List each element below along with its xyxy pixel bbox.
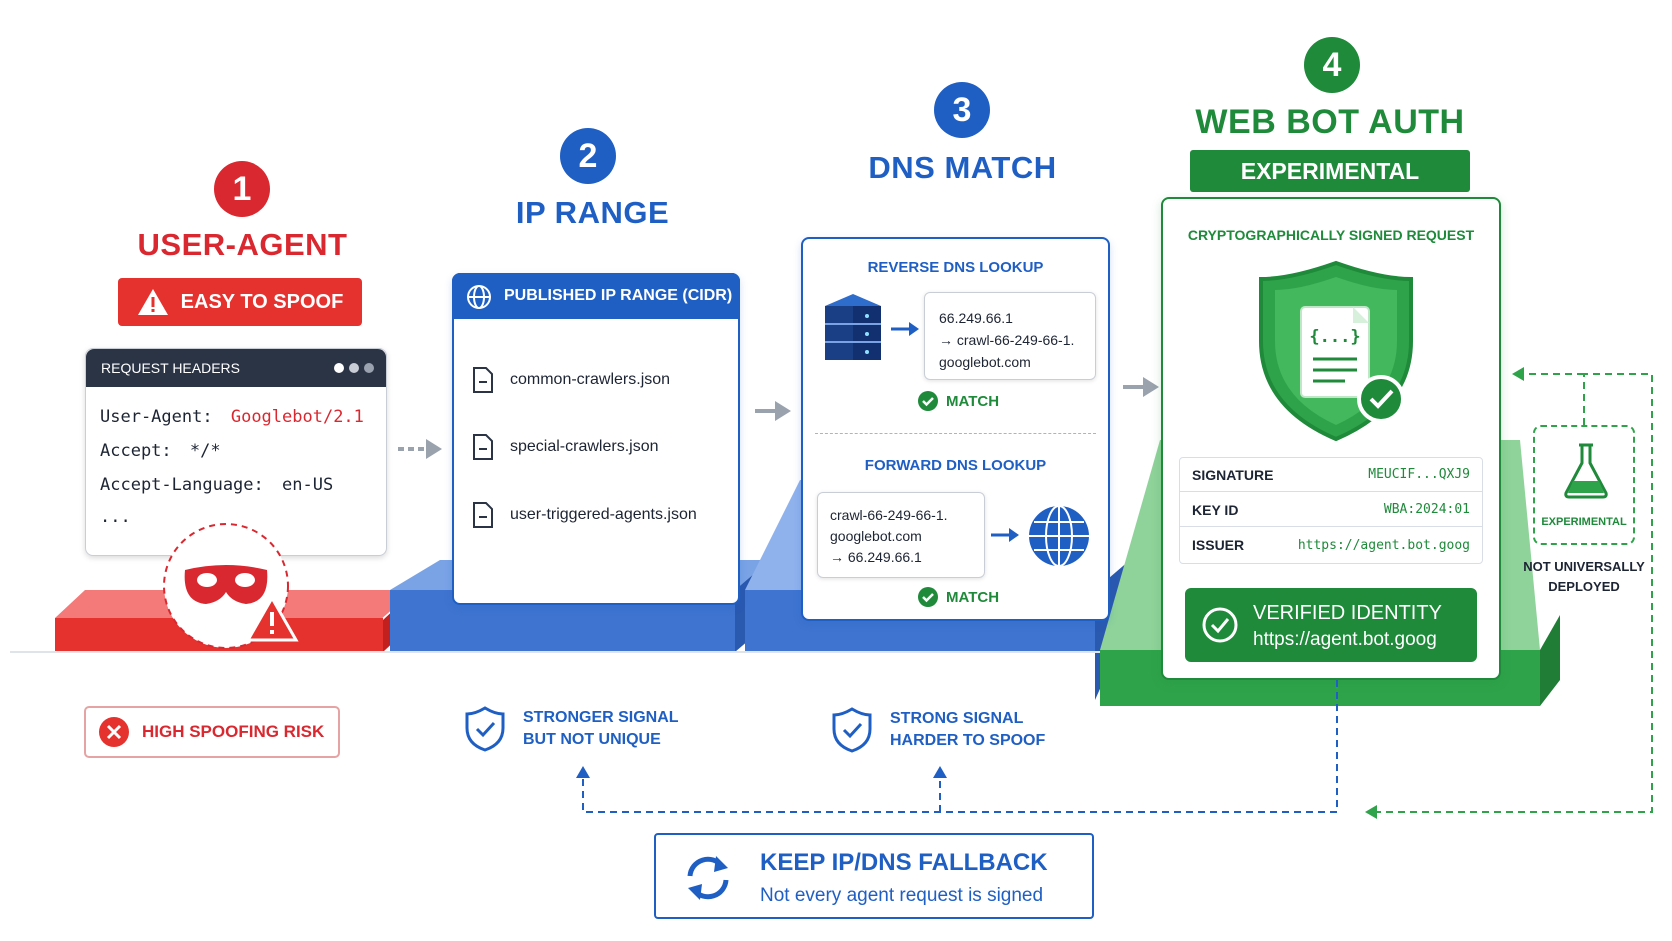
file-icon	[473, 367, 493, 393]
step-2-title: IP RANGE	[515, 195, 670, 230]
spoof-mask-icon	[163, 523, 299, 649]
easy-to-spoof-label: EASY TO SPOOF	[180, 290, 344, 313]
fallback-box: KEEP IP/DNS FALLBACK Not every agent req…	[654, 833, 1094, 919]
stronger-signal-note: STRONGER SIGNAL BUT NOT UNIQUE	[465, 706, 679, 752]
fallback-subtitle: Not every agent request is signed	[760, 885, 1044, 906]
arrow-3-4-icon	[1123, 377, 1159, 397]
fallback-title: KEEP IP/DNS FALLBACK	[760, 849, 1048, 876]
strong-signal-note: STRONG SIGNAL HARDER TO SPOOF	[832, 707, 1045, 753]
window-dots-icon	[334, 363, 374, 373]
not-deployed-caption: NOT UNIVERSALLY DEPLOYED	[1523, 559, 1645, 594]
issuer-row: ISSUER https://agent.bot.goog	[1192, 537, 1470, 553]
request-headers-title: REQUEST HEADERS	[101, 360, 240, 376]
experimental-side-label: EXPERIMENTAL	[1541, 516, 1627, 528]
step-3-title: DNS MATCH	[868, 150, 1057, 185]
step-1-title: USER-AGENT	[137, 227, 348, 262]
forward-dns-result: crawl-66-249-66-1. googlebot.com → 66.24…	[817, 492, 985, 578]
file-item: common-crawlers.json	[472, 367, 670, 393]
file-icon	[473, 502, 493, 528]
dns-card: REVERSE DNS LOOKUP 66.249.66.1 → crawl-6…	[801, 237, 1110, 621]
step-4-number: 4	[1304, 37, 1360, 93]
check-circle-icon	[918, 391, 938, 411]
dns-divider	[815, 433, 1096, 434]
key-id-row: KEY ID WBA:2024:01	[1180, 493, 1482, 527]
ip-range-title: PUBLISHED IP RANGE (CIDR)	[504, 287, 733, 304]
header-line: Accept-Language: en-US	[100, 475, 334, 495]
experimental-side-badge: EXPERIMENTAL	[1533, 425, 1635, 545]
refresh-icon	[687, 856, 729, 900]
file-icon	[473, 434, 493, 460]
request-headers-titlebar: REQUEST HEADERS	[86, 349, 386, 387]
close-circle-icon	[99, 717, 129, 747]
check-circle-icon	[1202, 607, 1238, 643]
step-4-title: WEB BOT AUTH	[1195, 103, 1465, 141]
shield-check-icon	[465, 706, 505, 752]
arrow-right-icon	[891, 322, 919, 336]
web-bot-auth-card: CRYPTOGRAPHICALLY SIGNED REQUEST {...} S…	[1161, 197, 1501, 680]
file-item: user-triggered-agents.json	[472, 502, 697, 528]
experimental-banner: EXPERIMENTAL	[1190, 150, 1470, 192]
svg-text:{...}: {...}	[1309, 327, 1360, 347]
step-2-number: 2	[560, 128, 616, 184]
signature-row: SIGNATURE MEUCIF...QXJ9	[1180, 458, 1482, 492]
ip-range-titlebar: PUBLISHED IP RANGE (CIDR)	[452, 273, 740, 319]
ip-range-card: PUBLISHED IP RANGE (CIDR) common-crawler…	[452, 273, 740, 605]
signature-table: SIGNATURE MEUCIF...QXJ9 KEY ID WBA:2024:…	[1179, 457, 1483, 564]
request-headers-card: REQUEST HEADERS User-Agent: Googlebot/2.…	[85, 348, 387, 556]
verified-identity-banner: VERIFIED IDENTITY https://agent.bot.goog	[1185, 588, 1477, 662]
high-spoofing-risk-badge: HIGH SPOOFING RISK	[84, 706, 340, 758]
header-line: User-Agent: Googlebot/2.1	[100, 407, 364, 427]
verified-identity-url: https://agent.bot.goog	[1253, 629, 1437, 650]
shield-check-icon	[832, 707, 872, 753]
arrow-2-3-icon	[755, 401, 791, 421]
reverse-match: MATCH	[918, 391, 999, 411]
forward-dns-title: FORWARD DNS LOOKUP	[864, 457, 1047, 474]
forward-match: MATCH	[918, 587, 999, 607]
header-line: ...	[100, 507, 131, 527]
signed-request-subtitle: CRYPTOGRAPHICALLY SIGNED REQUEST	[1187, 227, 1475, 243]
arrow-right-icon	[991, 528, 1019, 542]
header-line: Accept: */*	[100, 441, 221, 461]
reverse-dns-title: REVERSE DNS LOOKUP	[867, 259, 1044, 276]
check-circle-icon	[918, 587, 938, 607]
file-item: special-crawlers.json	[472, 434, 659, 460]
flask-icon	[1564, 443, 1608, 499]
easy-to-spoof-badge: EASY TO SPOOF	[118, 278, 362, 326]
step-1-number: 1	[214, 161, 270, 217]
server-icon	[825, 294, 881, 360]
arrow-1-2-icon	[398, 439, 442, 459]
warning-icon	[137, 289, 168, 315]
globe-icon	[1029, 505, 1089, 567]
globe-icon	[467, 285, 491, 309]
verified-identity-title: VERIFIED IDENTITY	[1253, 602, 1442, 624]
step-3-number: 3	[934, 82, 990, 138]
reverse-dns-result: 66.249.66.1 → crawl-66-249-66-1. googleb…	[924, 292, 1096, 380]
shield-document-icon: {...}	[1259, 260, 1413, 442]
